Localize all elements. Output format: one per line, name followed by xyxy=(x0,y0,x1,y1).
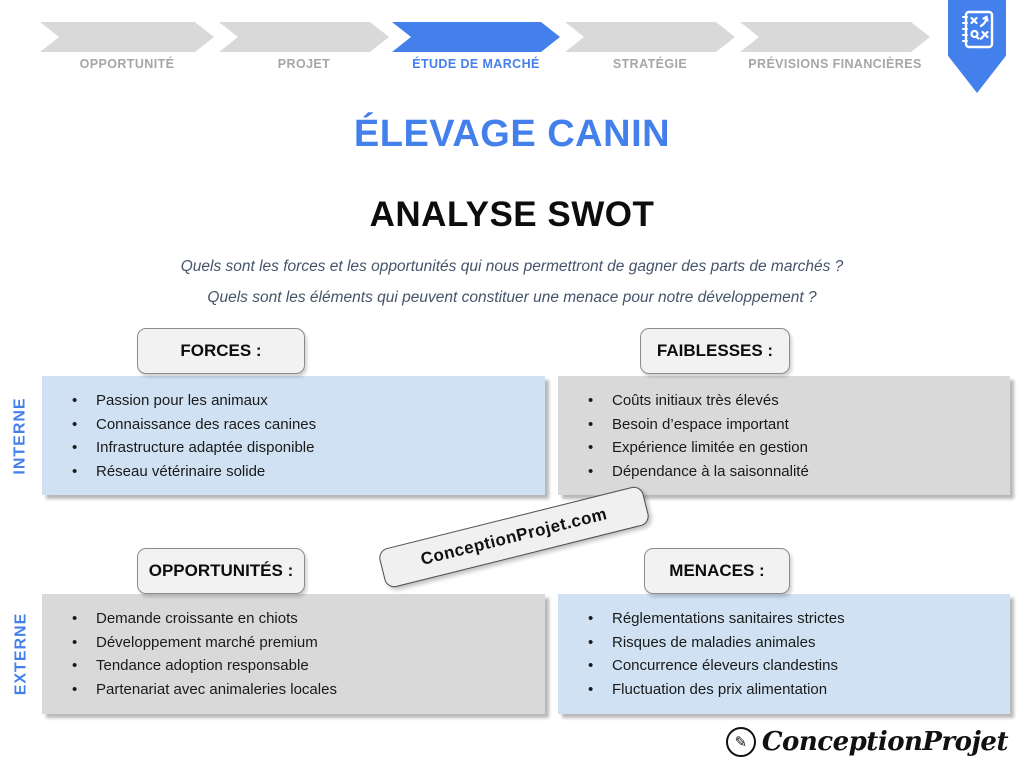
list-item: Tendance adoption responsable xyxy=(72,654,535,678)
axis-label-externe-text: EXTERNE xyxy=(12,612,30,696)
step-label-projet: PROJET xyxy=(277,57,331,71)
watermark-text: ConceptionProjet.com xyxy=(418,504,610,569)
conceptionprojet-logo: ✎ ConceptionProjet xyxy=(725,727,1009,757)
step-label-strategie: STRATÉGIE xyxy=(612,57,688,71)
list-item: Fluctuation des prix alimentation xyxy=(588,678,1000,702)
list-item: Expérience limitée en gestion xyxy=(588,436,1000,460)
bookmark-ribbon xyxy=(948,0,1006,93)
strategy-playbook-icon xyxy=(962,10,994,49)
list-item: Besoin d’espace important xyxy=(588,413,1000,437)
list-item: Dépendance à la saisonnalité xyxy=(588,460,1000,484)
quadrant-title-faiblesses: FAIBLESSES : xyxy=(640,328,790,374)
forces-list: Passion pour les animaux Connaissance de… xyxy=(72,389,535,483)
panel-forces: Passion pour les animaux Connaissance de… xyxy=(42,376,545,495)
step-label-etude-de-marche: ÉTUDE DE MARCHÉ xyxy=(412,57,540,71)
watermark-badge: ConceptionProjet.com xyxy=(377,484,651,590)
list-item: Risques de maladies animales xyxy=(588,631,1000,655)
quadrant-title-forces: FORCES : xyxy=(137,328,305,374)
list-item: Connaissance des races canines xyxy=(72,413,535,437)
axis-label-interne: INTERNE xyxy=(8,376,34,495)
axis-label-externe: EXTERNE xyxy=(8,594,34,714)
page-title: ÉLEVAGE CANIN xyxy=(353,113,671,155)
step-arrow-previsions xyxy=(740,22,930,52)
question-1: Quels sont les forces et les opportunité… xyxy=(180,258,844,275)
list-item: Développement marché premium xyxy=(72,631,535,655)
quadrant-title-opportunites: OPPORTUNITÉS : xyxy=(137,548,305,594)
quadrant-title-menaces: MENACES : xyxy=(644,548,790,594)
step-arrow-projet xyxy=(219,22,389,52)
step-arrow-opportunite xyxy=(40,22,214,52)
faiblesses-list: Coûts initiaux très élevés Besoin d’espa… xyxy=(588,389,1000,483)
step-label-previsions: PRÉVISIONS FINANCIÈRES xyxy=(748,57,922,71)
question-2: Quels sont les éléments qui peuvent cons… xyxy=(207,289,817,306)
panel-faiblesses: Coûts initiaux très élevés Besoin d’espa… xyxy=(558,376,1010,495)
list-item: Partenariat avec animaleries locales xyxy=(72,678,535,702)
list-item: Demande croissante en chiots xyxy=(72,607,535,631)
page-subtitle: ANALYSE SWOT xyxy=(369,195,655,234)
list-item: Réglementations sanitaires strictes xyxy=(588,607,1000,631)
step-arrow-etude-de-marche xyxy=(392,22,560,52)
menaces-list: Réglementations sanitaires strictes Risq… xyxy=(588,607,1000,701)
panel-menaces: Réglementations sanitaires strictes Risq… xyxy=(558,594,1010,714)
panel-opportunites: Demande croissante en chiots Développeme… xyxy=(42,594,545,714)
list-item: Concurrence éleveurs clandestins xyxy=(588,654,1000,678)
list-item: Réseau vétérinaire solide xyxy=(72,460,535,484)
opportunites-list: Demande croissante en chiots Développeme… xyxy=(72,607,535,701)
step-arrow-strategie xyxy=(565,22,735,52)
list-item: Infrastructure adaptée disponible xyxy=(72,436,535,460)
logo-text: ConceptionProjet xyxy=(761,727,1009,757)
hand-pen-icon: ✎ xyxy=(725,727,756,757)
axis-label-interne-text: INTERNE xyxy=(12,396,30,475)
list-item: Coûts initiaux très élevés xyxy=(588,389,1000,413)
step-label-opportunite: OPPORTUNITÉ xyxy=(79,57,175,71)
list-item: Passion pour les animaux xyxy=(72,389,535,413)
